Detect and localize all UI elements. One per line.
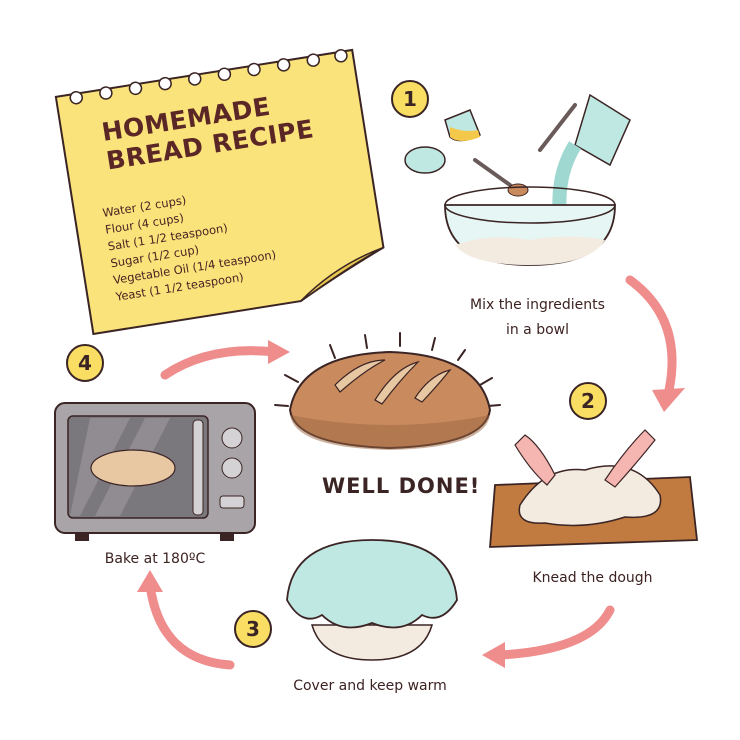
step-2-badge: 2 — [569, 382, 607, 420]
step-4-label: Bake at 180ºC — [104, 551, 206, 567]
arrow-step1-to-2 — [625, 275, 677, 400]
finished-bread-illustration — [274, 332, 501, 450]
recipe-note-card: HOMEMADE BREAD RECIPE Water (2 cups) Flo… — [54, 40, 389, 336]
oven-illustration — [54, 402, 256, 541]
step-1-label: Mix the ingredients in a bowl — [470, 297, 605, 338]
arrow-step3-to-4 — [145, 580, 235, 670]
note-paper-shape — [54, 48, 385, 336]
covered-bowl-illustration — [286, 539, 458, 661]
arrow-step2-to-3 — [495, 605, 615, 660]
arrow-step4-to-done — [160, 346, 280, 380]
step-1-badge: 1 — [391, 80, 429, 118]
kneading-dough-illustration — [489, 429, 699, 548]
mixing-bowl-illustration — [404, 93, 631, 266]
well-done-label: WELL DONE! — [322, 474, 481, 498]
step-3-label: Cover and keep warm — [293, 678, 447, 694]
step-4-badge: 4 — [66, 344, 104, 382]
step-2-label: Knead the dough — [532, 570, 653, 586]
step-3-badge: 3 — [234, 610, 272, 648]
